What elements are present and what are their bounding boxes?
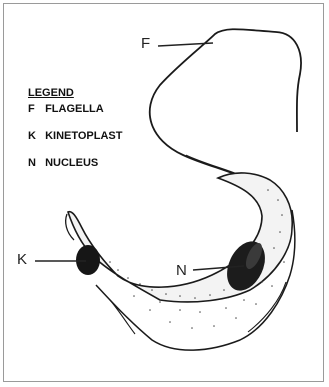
legend-title: LEGEND [28, 88, 122, 99]
legend-item-kinetoplast: K KINETOPLAST [28, 131, 122, 142]
cell-body [68, 173, 292, 302]
flagella-label: F [141, 36, 150, 51]
legend-item-nucleus: N NUCLEUS [28, 158, 122, 169]
legend-text: NUCLEUS [45, 157, 98, 169]
legend-key: F [28, 104, 42, 115]
nucleus-label: N [176, 263, 187, 278]
legend-key: K [28, 131, 42, 142]
legend-text: KINETOPLAST [45, 130, 122, 142]
legend-key: N [28, 158, 42, 169]
legend: LEGEND F FLAGELLA K KINETOPLAST N NUCLEU… [28, 88, 122, 185]
kinetoplast [76, 245, 100, 275]
legend-item-flagella: F FLAGELLA [28, 104, 122, 115]
kinetoplast-label: K [17, 252, 27, 267]
legend-text: FLAGELLA [45, 103, 104, 115]
